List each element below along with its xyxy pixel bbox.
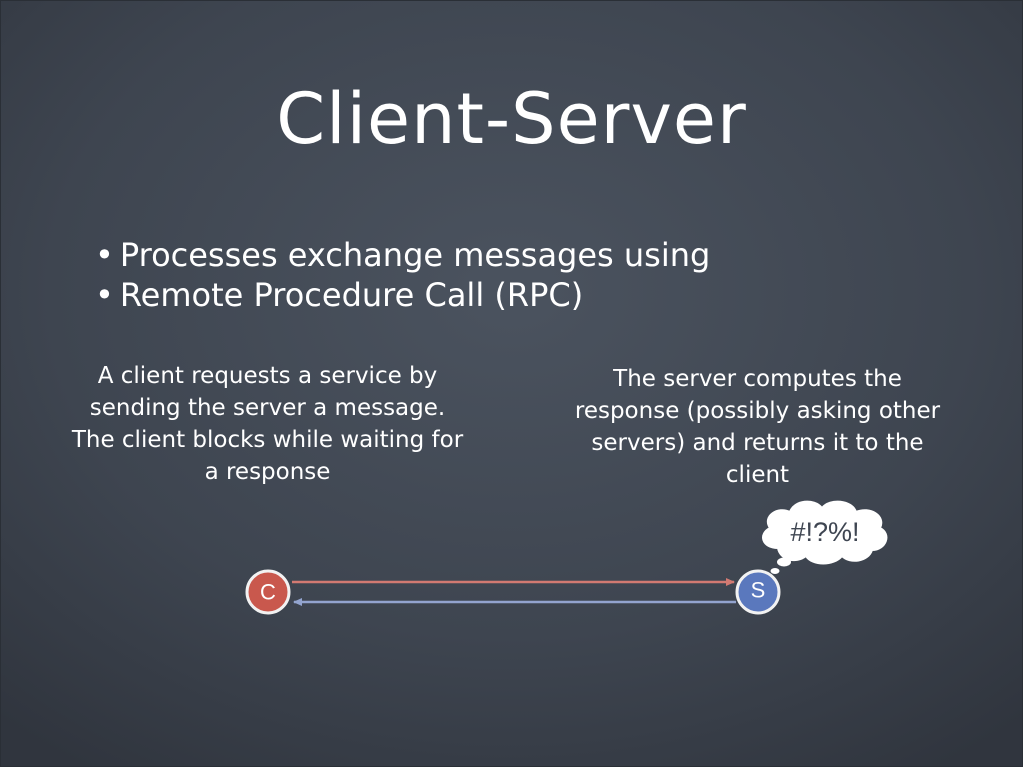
- thought-cloud-icon: [762, 500, 888, 565]
- client-node-label: C: [260, 580, 276, 605]
- slide-title: Client-Server: [276, 78, 747, 160]
- bullet-item: •Processes exchange messages using: [95, 235, 915, 275]
- bullet-item: •Remote Procedure Call (RPC): [95, 275, 915, 315]
- server-node-label: S: [751, 578, 766, 603]
- client-description: A client requests a service by sending t…: [71, 363, 464, 485]
- server-node: S: [735, 569, 781, 615]
- bullet-symbol: •: [95, 276, 114, 314]
- bullet-text: Remote Procedure Call (RPC): [119, 276, 584, 314]
- client-node: C: [245, 569, 291, 615]
- bullet-list: •Processes exchange messages using •Remo…: [95, 235, 915, 315]
- server-description: The server computes the response (possib…: [574, 366, 941, 488]
- thought-text: #!?%!: [790, 517, 859, 547]
- thought-bubble: #!?%!: [762, 500, 888, 574]
- bullet-text: Processes exchange messages using: [119, 236, 711, 274]
- bullet-symbol: •: [95, 236, 114, 274]
